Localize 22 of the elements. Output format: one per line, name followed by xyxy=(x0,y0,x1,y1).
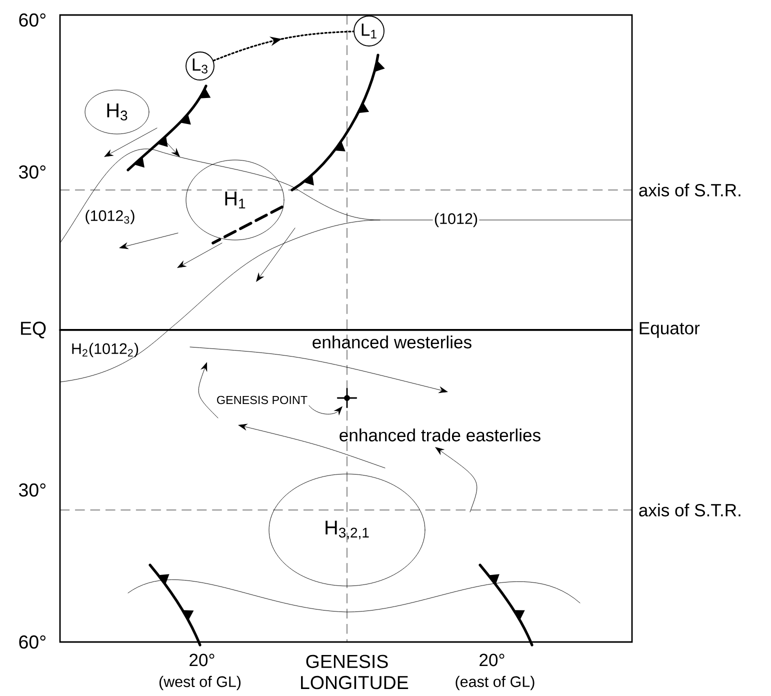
map-label: Equator xyxy=(640,322,700,338)
map-label: H$_{2}$(1012$_{2}$) xyxy=(72,342,138,358)
map-label: 60° xyxy=(19,635,46,649)
map-label: (1012) xyxy=(432,212,480,228)
map-label: axis of S.T.R. xyxy=(639,184,740,196)
map-label: enhanced westerlies xyxy=(312,336,472,348)
map-label: (west of GL) xyxy=(159,676,241,690)
map-label: 30° xyxy=(18,483,46,497)
map-label: axis of S.T.R. xyxy=(639,504,740,516)
map-label: GENESIS LONGITUDE xyxy=(301,654,408,690)
map-label: enhanced trade easterlies xyxy=(340,428,540,442)
map-label: 60° xyxy=(19,13,46,27)
map-label: EQ xyxy=(21,322,46,338)
leader-line xyxy=(308,405,342,415)
map-label: 30° xyxy=(18,165,46,179)
map-label: (east of GL) xyxy=(456,676,534,690)
genesis-point-marker xyxy=(336,388,358,408)
track-arrow xyxy=(212,30,354,62)
map-label: (1012$_{3}$) xyxy=(86,210,134,224)
point-label: GENESIS POINT xyxy=(217,396,308,404)
map-label: 20° xyxy=(190,654,214,666)
map-label: 20° xyxy=(480,654,504,666)
